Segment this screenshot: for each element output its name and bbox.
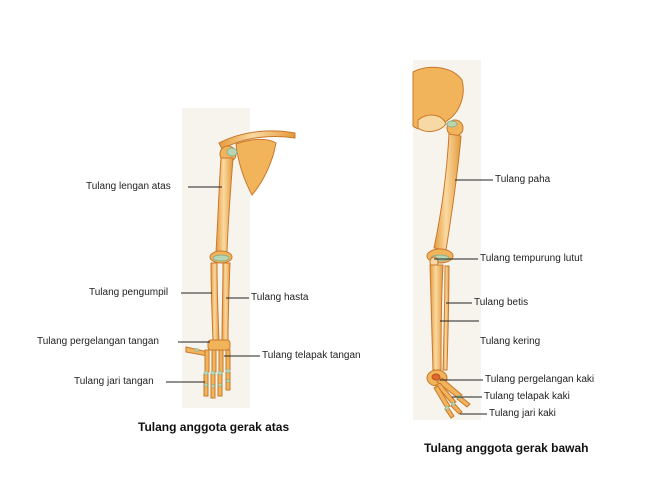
label-humerus: Tulang lengan atas — [86, 181, 171, 192]
label-patella: Tulang tempurung lutut — [480, 253, 583, 264]
label-metacarpals: Tulang telapak tangan — [262, 350, 361, 361]
upper-limb-illustration — [185, 130, 296, 399]
label-finger-phalanges: Tulang jari tangan — [74, 376, 154, 387]
metatarsal-1-bone — [436, 377, 463, 399]
fibula-bone — [442, 265, 450, 371]
metacarpal-3-bone — [211, 349, 217, 373]
clavicle-bone — [218, 130, 296, 150]
lower-limb-illustration — [412, 66, 471, 419]
label-carpals: Tulang pergelangan tangan — [37, 336, 159, 347]
label-fibula: Tulang kering — [480, 336, 541, 347]
metatarsal-3-bone — [433, 385, 451, 409]
label-metatarsals: Tulang telapak kaki — [484, 391, 570, 402]
label-tarsals: Tulang pergelangan kaki — [485, 374, 595, 385]
hip-cartilage — [446, 120, 458, 128]
label-radius: Tulang pengumpil — [89, 287, 169, 298]
tibia-bone — [429, 264, 444, 371]
metacarpal-2-bone — [204, 349, 210, 373]
label-tibia: Tulang betis — [474, 297, 529, 308]
shoulder-cartilage — [226, 147, 238, 157]
metacarpal-5-bone — [225, 349, 231, 371]
caption-upper-limb: Tulang anggota gerak atas — [138, 420, 290, 434]
leader-lines — [166, 179, 493, 415]
label-toe-phalanges: Tulang jari kaki — [489, 408, 556, 419]
scapula-bone — [235, 138, 277, 196]
metatarsal-2-bone — [435, 382, 457, 405]
label-femur: Tulang paha — [495, 174, 551, 185]
pubis-bone — [417, 114, 447, 132]
ankle-highlight — [431, 373, 441, 381]
caption-lower-limb: Tulang anggota gerak bawah — [424, 441, 589, 455]
carpal-bones — [207, 339, 231, 351]
label-ulna: Tulang hasta — [251, 292, 309, 303]
metacarpal-4-bone — [218, 349, 224, 373]
elbow-cartilage — [212, 254, 230, 262]
finger-joint-cartilage — [195, 348, 231, 388]
